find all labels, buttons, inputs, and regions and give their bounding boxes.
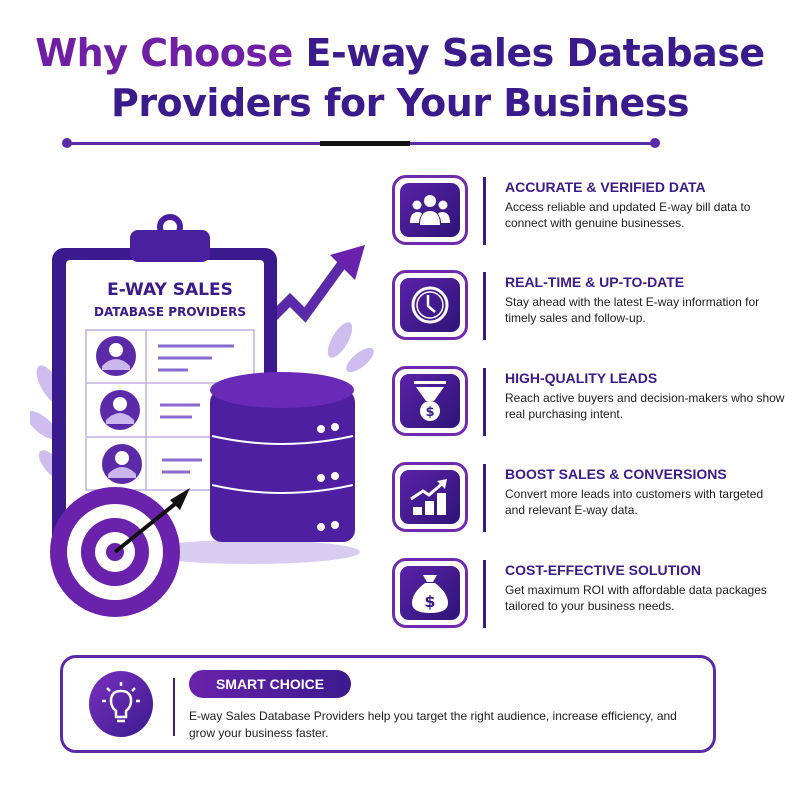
lightbulb-icon: [102, 682, 140, 723]
feature-description: Get maximum ROI with affordable data pac…: [505, 583, 767, 613]
money-bag-icon: $: [412, 575, 448, 613]
clock-icon: [411, 286, 449, 324]
title-divider: [62, 138, 660, 148]
funnel-dollar-icon: $: [414, 381, 446, 421]
feature-description: Convert more leads into customers with t…: [505, 487, 764, 517]
feature-title: REAL-TIME & UP-TO-DATE: [505, 274, 685, 290]
hero-illustration: E-WAY SALES DATABASE PROVIDERS: [25, 200, 390, 620]
growth-chart-icon: [410, 479, 447, 515]
feature-boost-sales: BOOST SALES & CONVERSIONS Convert more l…: [392, 462, 792, 534]
feature-quality-leads: $ HIGH-QUALITY LEADS Reach active buyers…: [392, 366, 792, 438]
title-part-1: Why Choose: [35, 31, 306, 75]
title-line-2: Providers for Your Business: [110, 81, 690, 125]
smart-choice-badge: SMART CHOICE: [189, 670, 351, 698]
database-icon: [210, 372, 355, 542]
feature-real-time: REAL-TIME & UP-TO-DATE Stay ahead with t…: [392, 270, 792, 342]
feature-description: Access reliable and updated E-way bill d…: [505, 200, 751, 230]
feature-title: BOOST SALES & CONVERSIONS: [505, 466, 727, 482]
feature-description: Reach active buyers and decision-makers …: [505, 391, 785, 421]
feature-cost-effective: $ COST-EFFECTIVE SOLUTION Get maximum RO…: [392, 558, 792, 630]
page-title: Why Choose E-way Sales Database Provider…: [0, 28, 800, 128]
svg-text:E-WAY SALES: E-WAY SALES: [107, 280, 233, 300]
people-group-icon: [410, 195, 450, 225]
feature-description: Stay ahead with the latest E-way informa…: [505, 295, 760, 325]
svg-text:DATABASE PROVIDERS: DATABASE PROVIDERS: [94, 305, 246, 319]
smart-choice-description: E-way Sales Database Providers help you …: [189, 709, 677, 740]
feature-title: COST-EFFECTIVE SOLUTION: [505, 562, 702, 578]
contact-avatar-icons: [96, 336, 142, 484]
feature-accurate-data: ACCURATE & VERIFIED DATA Access reliable…: [392, 175, 792, 247]
feature-title: HIGH-QUALITY LEADS: [505, 370, 658, 386]
title-part-2: E-way Sales Database: [305, 31, 766, 75]
feature-title: ACCURATE & VERIFIED DATA: [505, 179, 706, 195]
svg-text:$: $: [424, 592, 435, 611]
target-icon: [50, 487, 190, 617]
smart-choice-card: SMART CHOICE E-way Sales Database Provid…: [60, 655, 716, 753]
svg-text:$: $: [425, 405, 434, 420]
